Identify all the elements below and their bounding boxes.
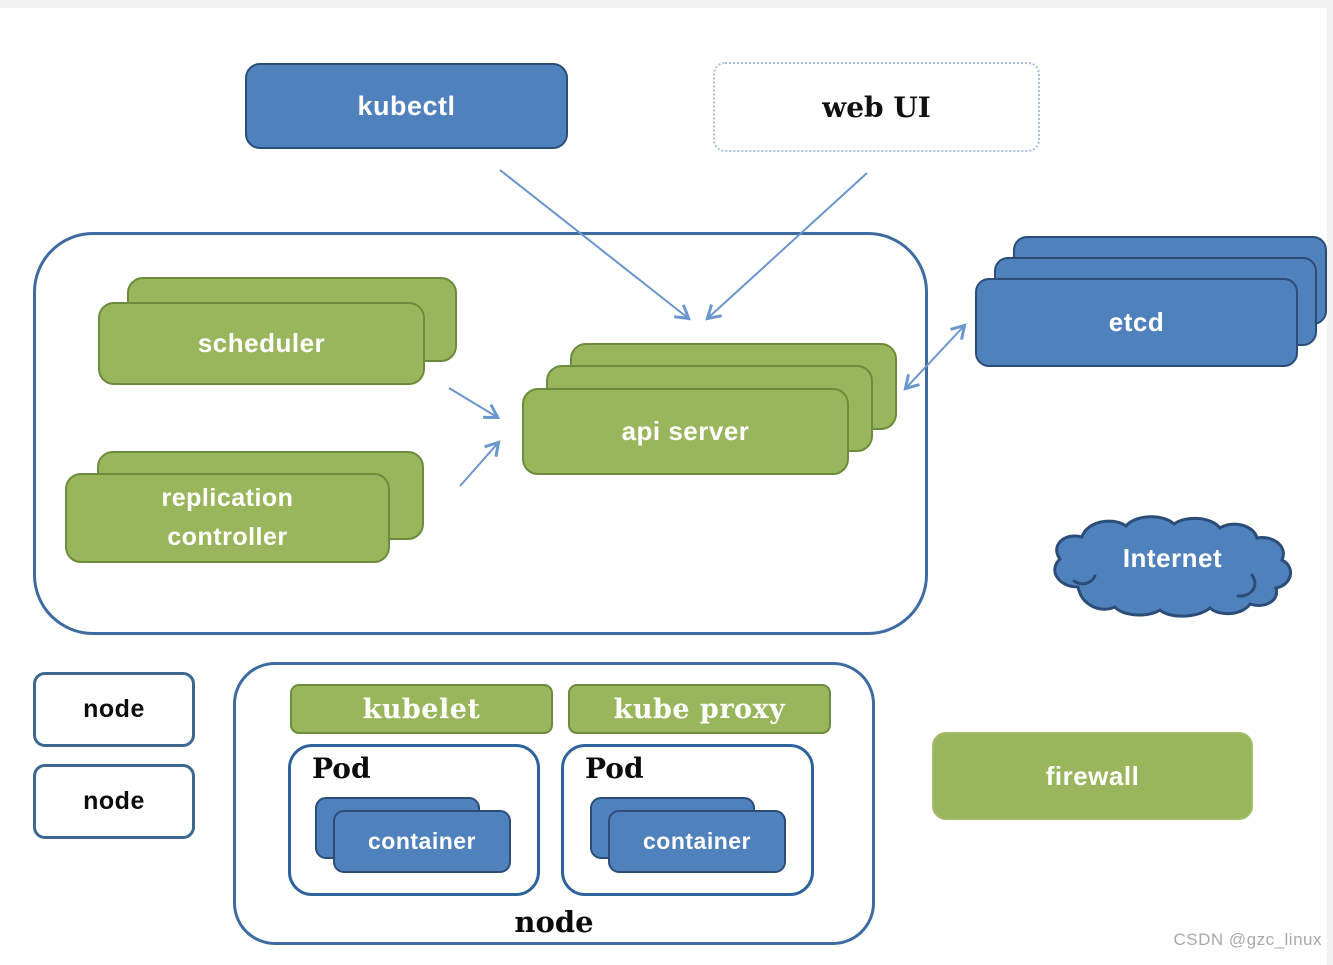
web-ui-node: web UI (713, 62, 1040, 152)
replication-controller-label-line1: replication (161, 484, 294, 513)
kubelet-node: kubelet (290, 684, 553, 734)
internet-label: Internet (1122, 542, 1223, 573)
pod-2-label: Pod (585, 752, 644, 785)
scheduler-node: scheduler (98, 302, 425, 385)
pod-1-label: Pod (312, 752, 371, 785)
pod-2-container-label: container (642, 828, 752, 854)
internet-node: Internet (1040, 538, 1305, 578)
kubectl-label: kubectl (357, 90, 456, 121)
node-box-1-label: node (83, 695, 145, 723)
scheduler-label: scheduler (197, 328, 326, 358)
worker-node-label: node (514, 905, 594, 939)
right-gray-strip (1327, 0, 1333, 965)
firewall-node: firewall (932, 732, 1253, 820)
pod-2-container-node: container (608, 810, 786, 873)
api-server-label: api server (621, 416, 750, 446)
pod-1-container-label: container (367, 828, 477, 854)
node-box-2-label: node (83, 787, 145, 815)
node-box-1: node (33, 672, 195, 747)
etcd-node: etcd (975, 278, 1298, 367)
replication-controller-node: replication controller (65, 473, 390, 563)
firewall-label: firewall (1045, 760, 1140, 791)
pod-1-container-node: container (333, 810, 511, 873)
internet-cloud-icon (1053, 515, 1292, 618)
watermark-text: CSDN @gzc_linux (1173, 930, 1322, 949)
kubelet-label: kubelet (362, 693, 481, 725)
web-ui-label: web UI (822, 90, 931, 124)
master-container (33, 232, 928, 635)
api-server-node: api server (522, 388, 849, 475)
etcd-label: etcd (1108, 307, 1165, 337)
worker-node-container (233, 662, 875, 945)
kube-proxy-label: kube proxy (613, 693, 786, 725)
kube-proxy-node: kube proxy (568, 684, 831, 734)
top-gray-strip (0, 0, 1333, 8)
kubectl-node: kubectl (245, 63, 568, 149)
replication-controller-label-line2: controller (167, 523, 288, 551)
node-box-2: node (33, 764, 195, 839)
